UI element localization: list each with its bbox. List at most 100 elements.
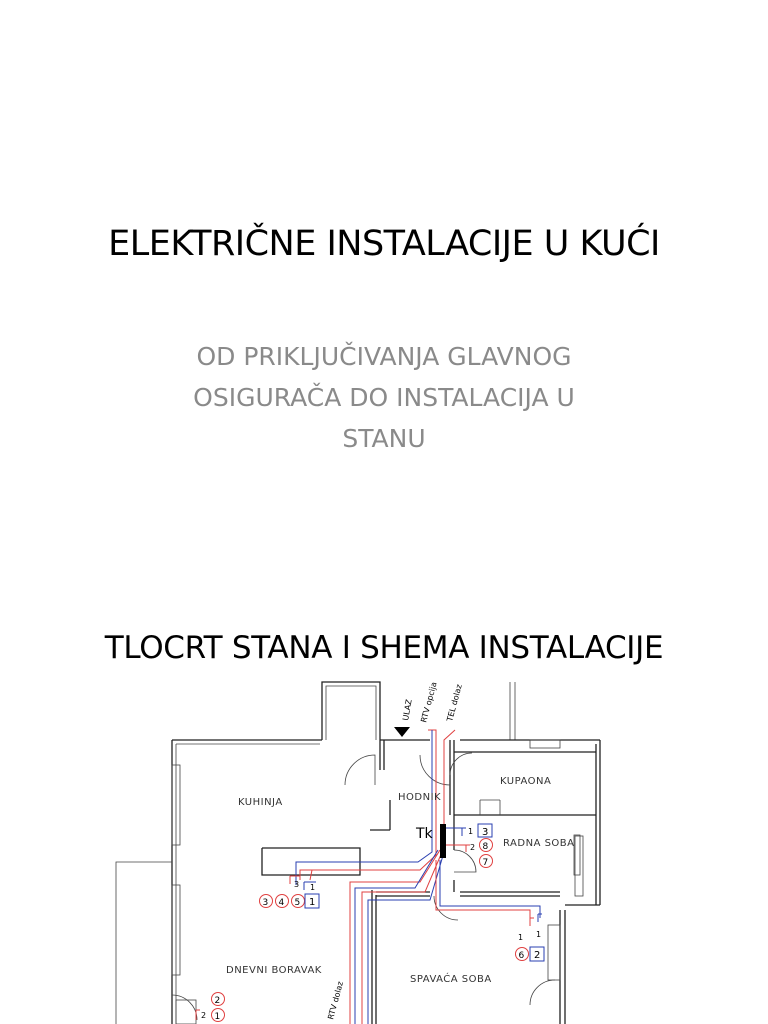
subtitle-line: OD PRIKLJUČIVANJA GLAVNOG xyxy=(196,342,572,371)
wire-red xyxy=(349,849,441,1024)
window xyxy=(547,924,561,981)
marker-value: 1 xyxy=(309,897,315,908)
marker-number: 1 xyxy=(310,883,315,892)
room-label-spavaca-soba: SPAVAĆA SOBA xyxy=(410,972,492,985)
wall-segment xyxy=(261,847,361,876)
slide-title: TLOCRT STANA I SHEMA INSTALACIJE xyxy=(104,630,664,666)
slide-title: ELEKTRIČNE INSTALACIJE U KUĆI xyxy=(108,224,660,264)
wire-red xyxy=(309,869,313,881)
marker-value: 1 xyxy=(215,1012,221,1022)
distribution-panel xyxy=(440,824,446,858)
ulaz-label: ULAZ xyxy=(401,698,414,721)
kuhinja-markers: 3 1 3 4 5 1 xyxy=(259,875,320,909)
slide-subtitle: OD PRIKLJUČIVANJA GLAVNOG OSIGURAČA DO I… xyxy=(120,336,648,459)
wire-red xyxy=(299,729,437,880)
marker-number: 1 xyxy=(468,827,473,836)
room-label-hodnik: HODNIK xyxy=(398,792,441,803)
door-arc xyxy=(529,979,556,1006)
outlet-symbol xyxy=(289,875,300,884)
room-label-dnevni-boravak: DNEVNI BORAVAK xyxy=(226,965,322,976)
radiator xyxy=(573,834,581,876)
wall-segment xyxy=(370,800,391,831)
wall-segment xyxy=(321,681,381,740)
marker-number: 1 xyxy=(518,933,523,942)
boravak-markers: 2 1 2 xyxy=(195,992,225,1022)
window xyxy=(529,739,561,749)
marker-square xyxy=(477,823,493,838)
wall-segment xyxy=(595,740,601,905)
subtitle-line: STANU xyxy=(342,424,426,453)
marker-circle xyxy=(515,947,529,961)
room-label-kupaona: KUPAONA xyxy=(500,776,551,787)
marker-circle xyxy=(275,894,289,908)
window xyxy=(171,884,181,976)
wall-segment xyxy=(479,799,501,815)
door-arc xyxy=(171,994,198,1021)
marker-square xyxy=(304,893,320,909)
floorplan-diagram: ULAZ RTV opcija TEL dolaz RTV dolaz Tk K… xyxy=(115,681,601,1024)
marker-value: 6 xyxy=(519,951,525,961)
spavaca-markers: 1 1 6 2 xyxy=(515,913,545,962)
marker-value: 3 xyxy=(482,827,488,838)
door-arc xyxy=(344,754,376,786)
marker-value: 5 xyxy=(295,898,301,908)
wire-red xyxy=(361,851,443,1024)
marker-number: 2 xyxy=(470,843,475,852)
outlet-symbol xyxy=(195,1009,200,1020)
marker-number: 3 xyxy=(294,880,299,889)
subtitle-line: OSIGURAČA DO INSTALACIJA U xyxy=(193,383,575,412)
wall-segment xyxy=(325,685,377,740)
marker-value: 4 xyxy=(279,898,285,908)
wall-segment xyxy=(115,861,172,1024)
outlet-symbol xyxy=(465,844,470,852)
wires xyxy=(295,729,541,1024)
floorplan-slide: TLOCRT STANA I SHEMA INSTALACIJE xyxy=(0,600,768,1024)
outlet-symbol xyxy=(537,913,542,922)
wire-red xyxy=(435,860,531,918)
marker-circle xyxy=(211,992,225,1006)
window xyxy=(171,764,181,846)
marker-number: 2 xyxy=(201,1011,206,1020)
door-arc xyxy=(453,849,477,873)
outlet-symbol xyxy=(303,881,316,890)
marker-square xyxy=(529,946,545,962)
walls xyxy=(115,681,601,1024)
title-slide: ELEKTRIČNE INSTALACIJE U KUĆI OD PRIKLJU… xyxy=(108,224,660,459)
marker-circle xyxy=(479,854,493,868)
door-arc xyxy=(449,752,473,776)
wall-segment xyxy=(376,891,560,897)
door-arc xyxy=(433,895,459,921)
marker-value: 2 xyxy=(534,950,540,961)
room-label-kuhinja: KUHINJA xyxy=(238,797,283,808)
entry-arrow-icon xyxy=(394,727,410,737)
door-arc xyxy=(419,754,451,786)
wire-blue xyxy=(295,730,433,885)
room-label-radna-soba: RADNA SOBA xyxy=(503,838,575,849)
wall-segment xyxy=(559,904,600,1024)
outlet-symbol xyxy=(461,827,466,836)
outlet-symbol xyxy=(529,917,534,926)
wall-segment xyxy=(454,751,596,816)
wire-red xyxy=(443,729,456,850)
marker-value: 3 xyxy=(263,898,269,908)
rtv-dolaz-label: RTV dolaz xyxy=(326,980,345,1020)
fixture xyxy=(175,999,197,1024)
wall-segment xyxy=(509,682,516,740)
tel-dolaz-label: TEL dolaz xyxy=(445,683,464,723)
marker-value: 8 xyxy=(483,842,489,852)
window xyxy=(574,835,584,897)
wall-segment xyxy=(379,740,385,770)
marker-circle xyxy=(479,838,493,852)
marker-number: 1 xyxy=(536,930,541,939)
wire-blue xyxy=(439,860,541,918)
rtv-opcija-label: RTV opcija xyxy=(419,681,438,724)
tk-label: Tk xyxy=(415,826,434,842)
wire-blue xyxy=(367,851,445,1024)
marker-value: 2 xyxy=(215,996,221,1006)
marker-circle xyxy=(211,1008,225,1022)
radna-markers: 1 3 2 8 7 xyxy=(461,823,493,868)
marker-value: 7 xyxy=(483,858,489,868)
wall-segment xyxy=(371,890,377,1024)
wire-blue xyxy=(354,849,439,1024)
marker-circle xyxy=(259,894,273,908)
